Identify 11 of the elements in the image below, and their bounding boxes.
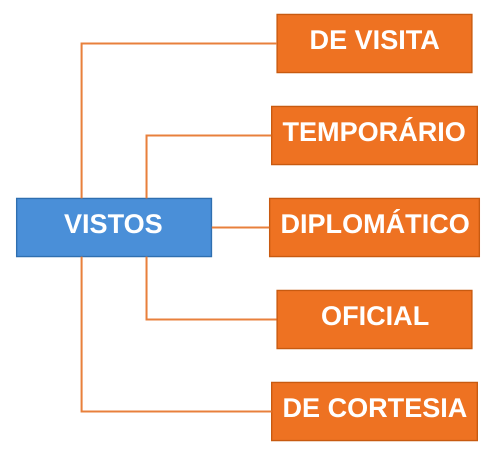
connector [211, 226, 269, 228]
node-box: DIPLOMÁTICO [268, 197, 480, 257]
node-box: VISTOS [15, 197, 212, 257]
node-box: TEMPORÁRIO [270, 105, 478, 165]
connector [145, 134, 271, 198]
node-box: DE CORTESIA [270, 381, 478, 441]
connector [145, 256, 276, 320]
node-box: DE VISITA [276, 13, 472, 73]
connector [80, 42, 276, 198]
connector [80, 256, 272, 412]
node-box: OFICIAL [276, 289, 472, 349]
